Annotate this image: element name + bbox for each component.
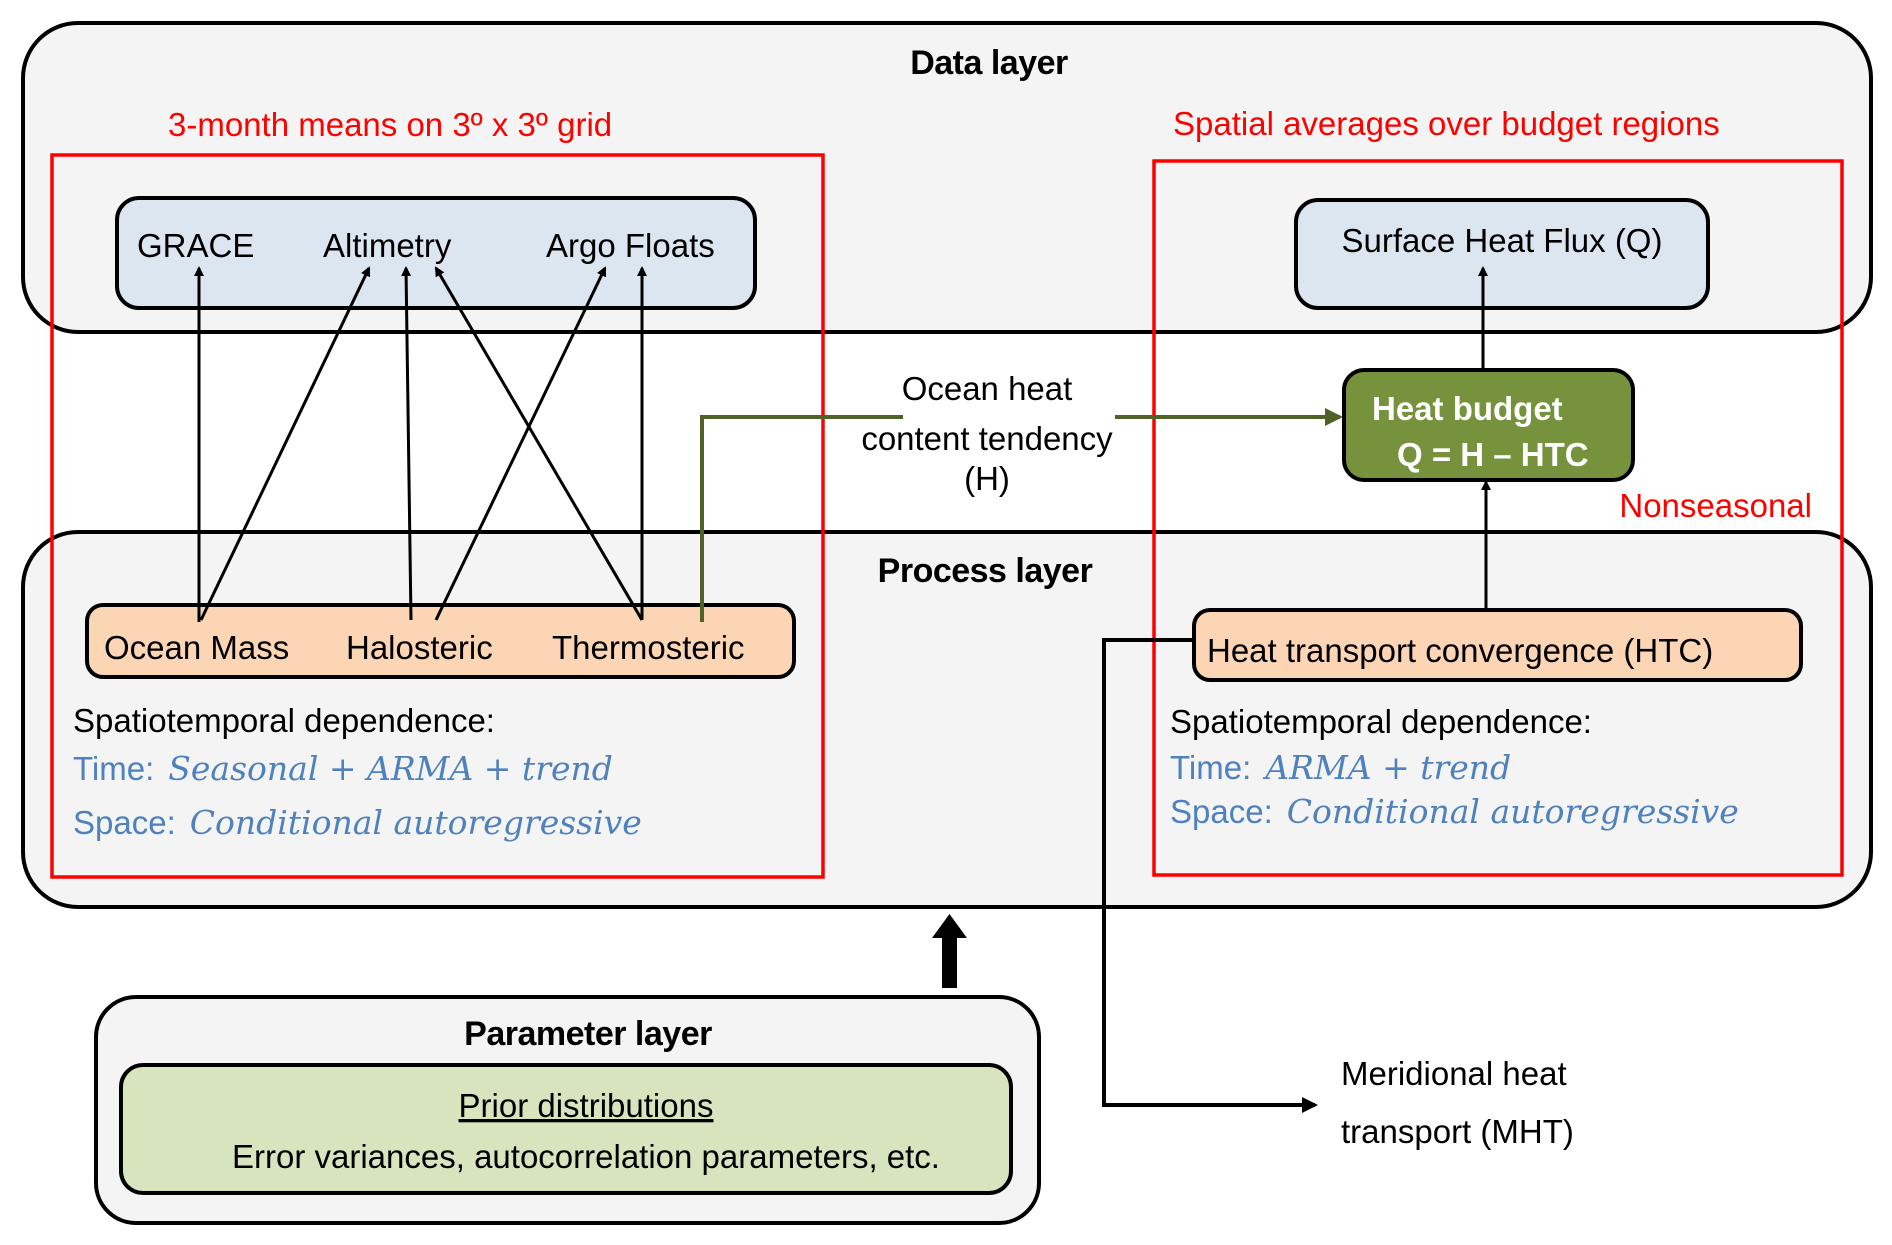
component-halosteric: Halosteric <box>346 629 493 666</box>
nonseasonal-label: Nonseasonal <box>1619 487 1812 524</box>
right-dependence-heading: Spatiotemporal dependence: <box>1170 703 1592 740</box>
ohc-label-line2: content tendency <box>861 420 1113 457</box>
right-time-label: Time: <box>1170 749 1251 786</box>
prior-distributions-heading: Prior distributions <box>459 1087 714 1124</box>
left-space-model: Conditional autoregressive <box>190 803 642 842</box>
component-to-source-arrows <box>194 266 647 622</box>
component-ocean-mass: Ocean Mass <box>104 629 289 666</box>
mht-label-line2: transport (MHT) <box>1341 1113 1574 1150</box>
prior-distributions-detail: Error variances, autocorrelation paramet… <box>232 1138 940 1175</box>
data-layer-title: Data layer <box>910 44 1068 82</box>
mht-label-line1: Meridional heat <box>1341 1055 1567 1092</box>
arrow-halosteric-altimetry <box>401 266 413 621</box>
right-space-row: Space: Conditional autoregressive <box>1170 792 1739 831</box>
htc-box <box>1192 608 1803 682</box>
left-time-model: Seasonal + ARMA + trend <box>168 749 613 788</box>
left-dependence-heading: Spatiotemporal dependence: <box>73 702 495 739</box>
surface-heat-flux-label: Surface Heat Flux (Q) <box>1342 222 1663 259</box>
arrow-halosteric-argo <box>434 266 607 621</box>
ohc-tendency-connector <box>700 408 1343 622</box>
right-space-model: Conditional autoregressive <box>1287 792 1739 831</box>
surface-heat-flux-box <box>1294 198 1710 310</box>
component-thermosteric: Thermosteric <box>552 629 745 666</box>
source-argo-floats: Argo Floats <box>546 227 715 264</box>
left-space-label: Space: <box>73 804 176 841</box>
process-components-box <box>85 603 796 679</box>
arrow-thermosteric-altimetry <box>434 266 644 621</box>
parameter-layer-title: Parameter layer <box>464 1015 712 1053</box>
grid-region-label: 3-month means on 3º x 3º grid <box>168 106 612 143</box>
ohc-label-line3: (H) <box>964 460 1010 497</box>
grid-region-outline <box>50 153 825 879</box>
left-space-row: Space: Conditional autoregressive <box>73 803 642 842</box>
heat-budget-equation: Q = H – HTC <box>1397 436 1589 473</box>
right-time-model: ARMA + trend <box>1262 748 1511 787</box>
htc-label: Heat transport convergence (HTC) <box>1207 632 1713 669</box>
ohc-label-line1: Ocean heat <box>902 370 1073 407</box>
process-layer-title: Process layer <box>878 552 1093 590</box>
htc-to-mht-connector <box>1102 638 1318 1113</box>
prior-distributions-box <box>119 1063 1013 1195</box>
parameter-to-process-arrow <box>932 914 967 988</box>
data-sources-box <box>115 196 757 310</box>
right-space-label: Space: <box>1170 793 1273 830</box>
heat-budget-title: Heat budget <box>1372 390 1563 427</box>
source-grace: GRACE <box>137 227 254 264</box>
budget-region-outline <box>1152 159 1844 877</box>
right-time-row: Time: ARMA + trend <box>1170 748 1511 787</box>
left-time-label: Time: <box>73 750 154 787</box>
budget-region-label: Spatial averages over budget regions <box>1173 105 1720 142</box>
left-time-row: Time: Seasonal + ARMA + trend <box>73 749 613 788</box>
arrow-oceanmass-altimetry <box>199 266 371 621</box>
source-altimetry: Altimetry <box>323 227 452 264</box>
